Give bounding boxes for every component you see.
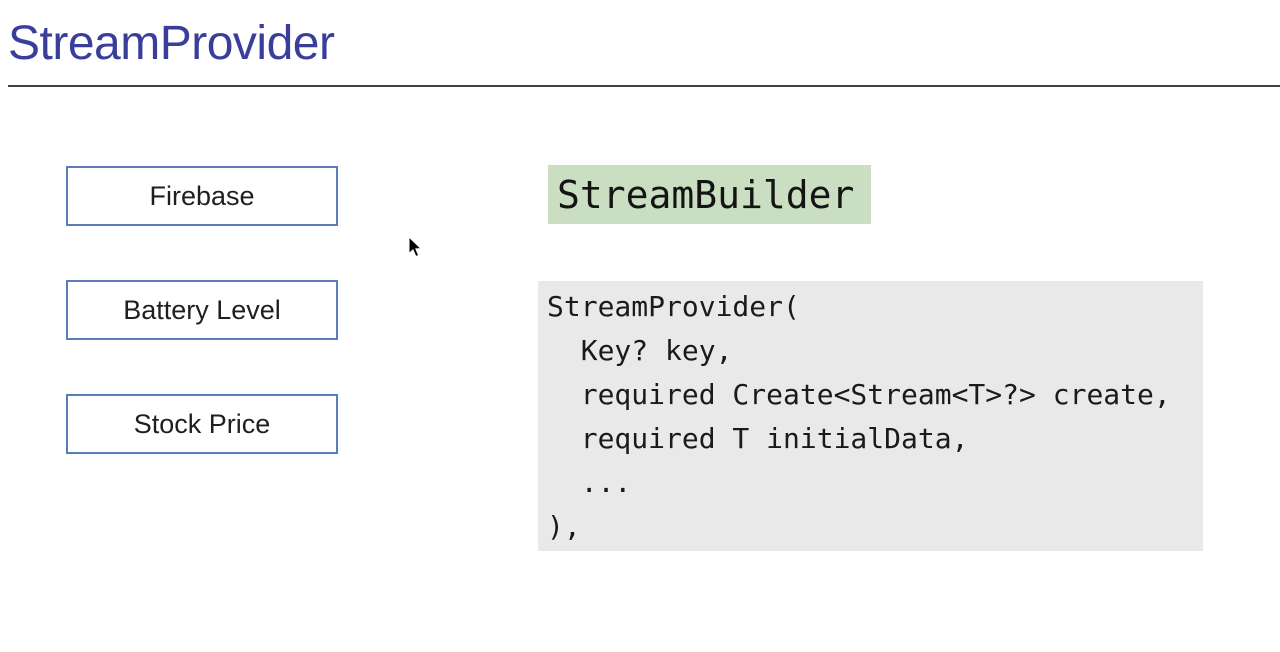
code-line: ... [547, 466, 632, 499]
title-divider [8, 85, 1280, 87]
shape-firebase-label: Firebase [149, 180, 255, 211]
code-line: required T initialData, [547, 422, 969, 455]
shape-stock-price-box: Stock Price [66, 394, 338, 454]
shape-firebase-box: Firebase [66, 166, 338, 226]
arrow-pointer-icon [408, 236, 422, 258]
code-line: Key? key, [547, 334, 733, 367]
slide-title: StreamProvider [8, 17, 335, 70]
shape-stock-price-label: Stock Price [133, 408, 271, 439]
code-line: StreamProvider( [547, 290, 800, 323]
stream-builder-label: StreamBuilder [557, 172, 855, 217]
stream-builder-highlight: StreamBuilder [548, 165, 871, 224]
shape-battery-level-label: Battery Level [123, 294, 281, 325]
code-line: required Create<Stream<T>?> create, [547, 378, 1171, 411]
shape-battery-level-box: Battery Level [66, 280, 338, 340]
code-block: StreamProvider( Key? key, required Creat… [538, 281, 1203, 551]
code-line: ), [547, 510, 581, 543]
